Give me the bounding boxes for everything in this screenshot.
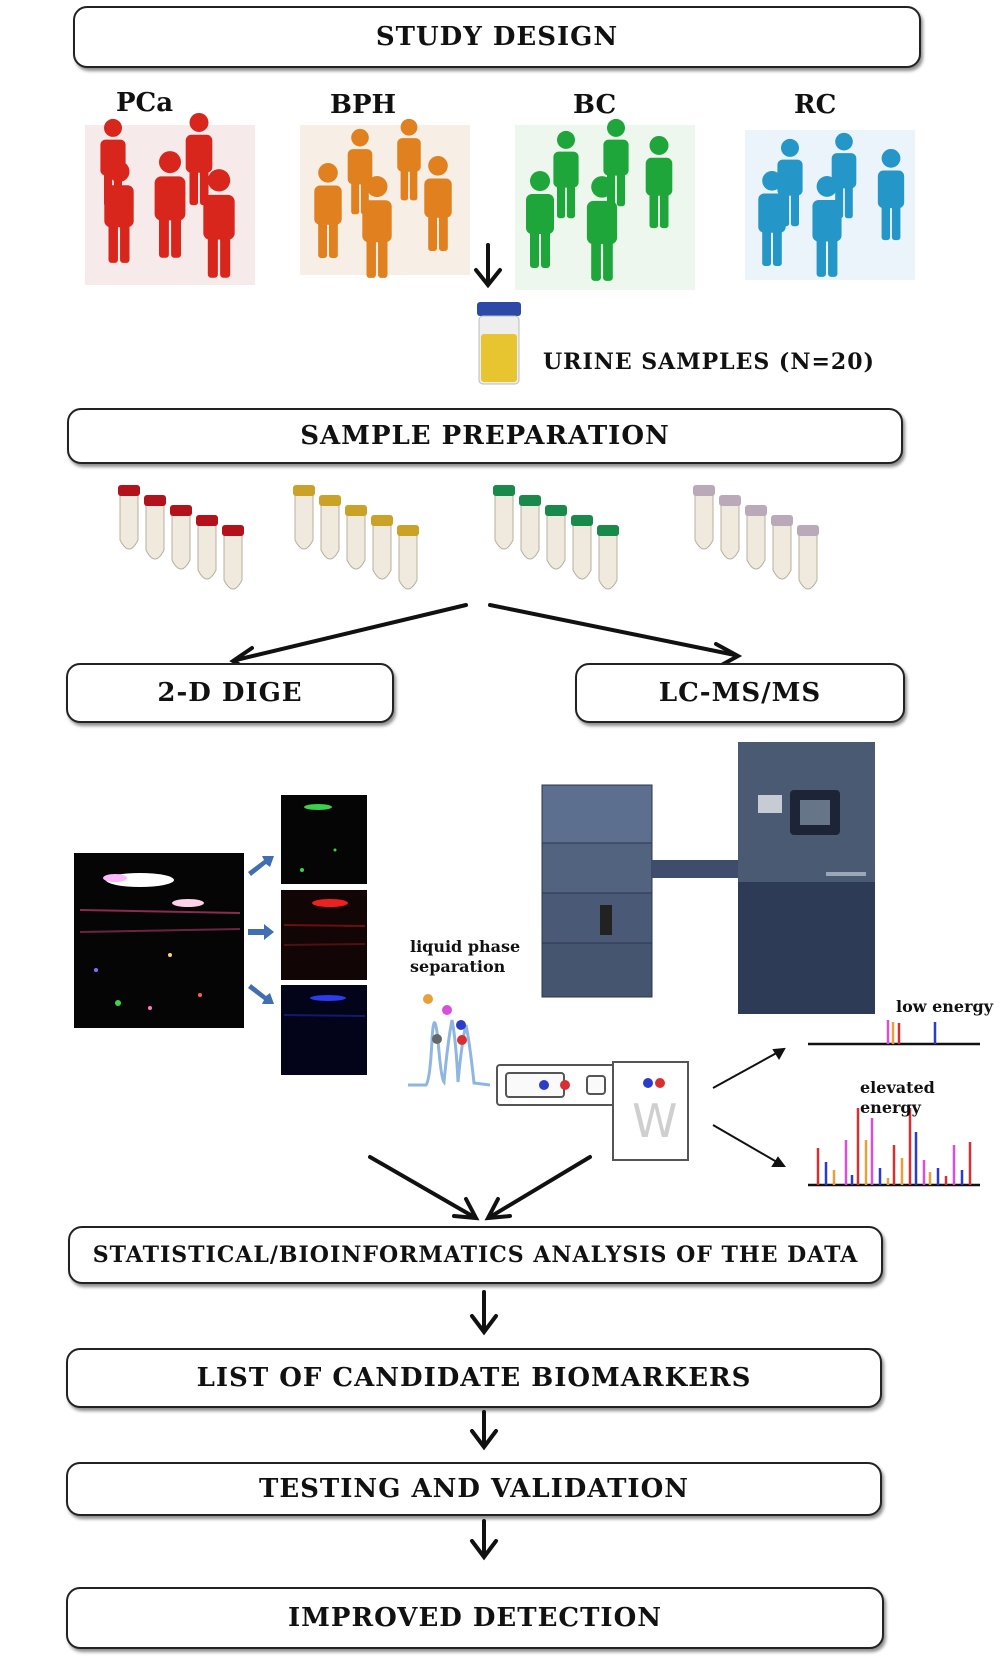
sample-tube	[519, 495, 541, 560]
sample-tube	[597, 525, 619, 590]
validation-box: TESTING AND VALIDATION	[66, 1462, 882, 1516]
group-label-pca: PCa	[116, 88, 174, 118]
sample-tube	[144, 495, 166, 560]
sample-tube	[545, 505, 567, 570]
liquid-phase-label: liquid phase separation	[410, 937, 521, 976]
converging-arrows	[368, 1155, 592, 1221]
detection-box: IMPROVED DETECTION	[66, 1587, 884, 1649]
sample-tube	[293, 485, 315, 550]
sample-tube	[745, 505, 767, 570]
sample-tube	[397, 525, 419, 590]
sample-tube	[345, 505, 367, 570]
sample-tube	[571, 515, 593, 580]
lcms-box: LC-MS/MS	[575, 663, 905, 723]
analysis-box: STATISTICAL/BIOINFORMATICS ANALYSIS OF T…	[68, 1226, 883, 1284]
lcms-label: LC-MS/MS	[658, 678, 822, 708]
sample-tube	[170, 505, 192, 570]
sample-preparation-label: SAMPLE PREPARATION	[300, 421, 670, 451]
group-label-rc: RC	[794, 90, 837, 120]
sample-tube	[719, 495, 741, 560]
spectra-arrows	[712, 1047, 786, 1167]
elevated-energy-spectrum-icon	[808, 1108, 980, 1187]
sample-tube	[118, 485, 140, 550]
sample-tube	[771, 515, 793, 580]
sample-tube	[693, 485, 715, 550]
dige-box: 2-D DIGE	[66, 663, 394, 723]
arrow-down-icon	[474, 243, 502, 289]
group-label-bph: BPH	[330, 90, 397, 120]
sample-preparation-box: SAMPLE PREPARATION	[67, 408, 903, 464]
sample-tube	[797, 525, 819, 590]
sample-tube	[196, 515, 218, 580]
dige-gel-image	[74, 853, 244, 1028]
dige-label: 2-D DIGE	[157, 678, 303, 708]
urine-samples-label: URINE SAMPLES (N=20)	[543, 349, 875, 375]
lc-instrument-image	[541, 742, 875, 1014]
sample-tube	[371, 515, 393, 580]
urine-cup-icon	[477, 302, 521, 385]
column-detector-icon	[496, 1061, 689, 1161]
study-design-label: STUDY DESIGN	[375, 22, 619, 52]
dige-channel-blue	[281, 985, 367, 1075]
sample-tube	[222, 525, 244, 590]
sample-tube	[319, 495, 341, 560]
low-energy-label: low energy	[896, 997, 993, 1016]
group-label-bc: BC	[573, 90, 617, 120]
split-arrows	[229, 603, 743, 674]
study-design-box: STUDY DESIGN	[73, 6, 921, 68]
waters-logo: W	[632, 1094, 678, 1148]
sample-tube	[493, 485, 515, 550]
sample-tubes	[118, 485, 819, 590]
validation-label: TESTING AND VALIDATION	[258, 1474, 689, 1504]
flow-arrows	[470, 1290, 498, 1561]
elevated-energy-label: elevated energy	[860, 1078, 935, 1117]
dige-channel-red	[281, 890, 367, 980]
candidates-box: LIST OF CANDIDATE BIOMARKERS	[66, 1348, 882, 1408]
analysis-label: STATISTICAL/BIOINFORMATICS ANALYSIS OF T…	[92, 1242, 859, 1268]
candidates-label: LIST OF CANDIDATE BIOMARKERS	[196, 1363, 752, 1393]
detection-label: IMPROVED DETECTION	[287, 1603, 663, 1633]
low-energy-spectrum-icon	[808, 1020, 980, 1046]
chromatogram-icon	[408, 994, 491, 1087]
dige-split-arrows	[248, 856, 274, 1004]
dige-channel-green	[281, 795, 367, 884]
